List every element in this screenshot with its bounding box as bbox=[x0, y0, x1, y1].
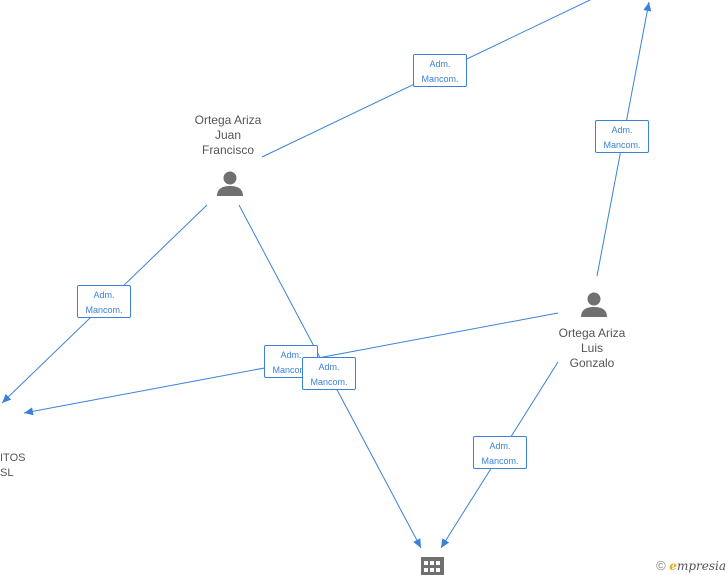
copyright-symbol: © bbox=[656, 558, 666, 573]
brand-name: mpresia bbox=[676, 559, 726, 573]
company-label-line: SL bbox=[0, 467, 14, 479]
edge-label-type: Mancom. bbox=[421, 74, 459, 84]
edge-label-role: Adm. bbox=[318, 362, 340, 372]
edge-label-type: Mancom. bbox=[481, 456, 519, 466]
edge-label-role: Adm. bbox=[489, 441, 511, 451]
edge-label-role: Adm. bbox=[280, 350, 302, 360]
company-label-line: ITOS bbox=[0, 452, 26, 464]
edge-label-role: Adm. bbox=[93, 290, 115, 300]
person-icon bbox=[581, 292, 607, 317]
edge-label-juan-bottom[interactable]: Adm. Mancom. bbox=[302, 357, 356, 390]
person-label-line: Ortega Ariza bbox=[194, 113, 262, 127]
edge-label-type: Mancom. bbox=[310, 377, 348, 387]
brand-initial: e bbox=[669, 559, 677, 573]
edge-label-juan-top[interactable]: Adm. Mancom. bbox=[413, 54, 467, 87]
brand-logo: empresia bbox=[669, 559, 726, 573]
person-label-line: Luis bbox=[580, 341, 603, 355]
person-label-luis[interactable]: Ortega Ariza Luis Gonzalo bbox=[532, 326, 652, 371]
person-label-line: Francisco bbox=[201, 143, 254, 157]
person-label-juan[interactable]: Ortega Ariza Juan Francisco bbox=[168, 113, 288, 158]
person-label-line: Juan bbox=[214, 128, 242, 142]
edge-label-type: Mancom. bbox=[603, 140, 641, 150]
edge-label-juan-left[interactable]: Adm. Mancom. bbox=[77, 285, 131, 318]
edge-label-role: Adm. bbox=[611, 125, 633, 135]
person-icon bbox=[217, 171, 243, 196]
person-label-line: Gonzalo bbox=[569, 356, 615, 370]
company-label-left[interactable]: ITOS SL bbox=[0, 451, 40, 481]
edge-label-type: Mancom. bbox=[85, 305, 123, 315]
empresia-watermark: © empresia bbox=[656, 558, 726, 573]
edge-label-luis-top[interactable]: Adm. Mancom. bbox=[595, 120, 649, 153]
edge-label-luis-bottom[interactable]: Adm. Mancom. bbox=[473, 436, 527, 469]
person-label-line: Ortega Ariza bbox=[558, 326, 626, 340]
edge-label-type: Mancom. bbox=[272, 365, 310, 375]
edge-label-role: Adm. bbox=[429, 59, 451, 69]
building-icon bbox=[421, 557, 444, 575]
